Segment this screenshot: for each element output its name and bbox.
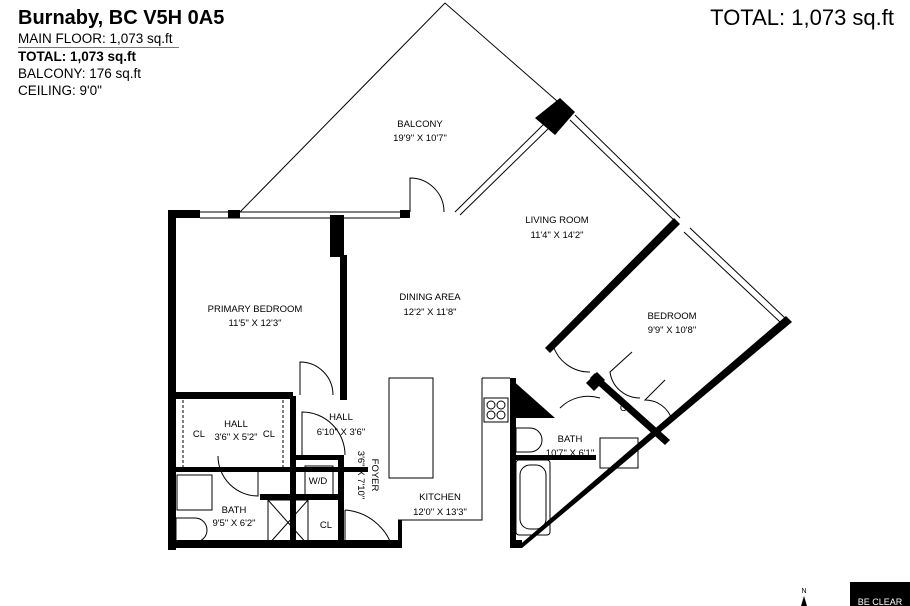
compass: N <box>801 588 807 606</box>
balcony-area: BALCONY: 176 sq.ft <box>18 66 142 81</box>
ceiling-height: CEILING: 9'0" <box>18 83 102 98</box>
room-dims-primary-bedroom: 11'5" X 12'3" <box>229 318 282 329</box>
room-name-bath-1: BATH <box>558 434 583 445</box>
room-dims-living-room: 11'4" X 14'2" <box>531 230 584 241</box>
room-labels: BALCONY 19'9" X 10'7" LIVING ROOM 11'4" … <box>193 119 697 531</box>
room-dims-dining-area: 12'2" X 11'8" <box>404 307 457 318</box>
compass-north-label: N <box>801 588 806 595</box>
company-logo: BE CLEAR <box>850 582 910 606</box>
north-arrow-icon <box>801 596 807 606</box>
closet-label: CL <box>193 429 205 440</box>
walls <box>168 98 792 550</box>
kitchen-island <box>388 377 434 479</box>
closet-label: CL <box>620 403 632 414</box>
room-name-dining-area: DINING AREA <box>399 292 461 303</box>
room-dims-bedroom: 9'9" X 10'8" <box>648 325 696 336</box>
closet-label: CL <box>320 520 332 531</box>
room-dims-hall-2: 6'10" X 3'6" <box>317 427 365 438</box>
room-dims-kitchen: 12'0" X 13'3" <box>413 507 467 518</box>
room-dims-bath-1: 10'7" X 6'1" <box>546 448 594 459</box>
room-name-bedroom: BEDROOM <box>647 311 696 322</box>
room-dims-balcony: 19'9" X 10'7" <box>393 133 447 144</box>
balcony-outline <box>239 2 566 213</box>
closet-label: CL <box>263 429 275 440</box>
room-name-kitchen: KITCHEN <box>419 492 461 503</box>
room-name-bath-2: BATH <box>222 505 247 516</box>
room-name-living-room: LIVING ROOM <box>525 215 588 226</box>
total-area: TOTAL: 1,073 sq.ft <box>18 49 137 64</box>
room-dims-foyer: 3'6" X 7'10" <box>355 451 366 499</box>
main-floor-area: MAIN FLOOR: 1,073 sq.ft <box>18 30 179 48</box>
room-name-primary-bedroom: PRIMARY BEDROOM <box>208 304 303 315</box>
total-area-top-right: TOTAL: 1,073 sq.ft <box>710 5 894 30</box>
room-name-hall-2: HALL <box>329 412 353 423</box>
property-header: Burnaby, BC V5H 0A5 MAIN FLOOR: 1,073 sq… <box>18 6 224 99</box>
address: Burnaby, BC V5H 0A5 <box>18 7 225 29</box>
room-name-foyer: FOYER <box>369 459 380 492</box>
room-dims-hall-1: 3'6" X 5'2" <box>214 432 257 443</box>
room-name-hall-1: HALL <box>224 419 248 430</box>
room-dims-bath-2: 9'5" X 6'2" <box>212 518 255 529</box>
room-name-balcony: BALCONY <box>397 119 443 130</box>
toilet <box>515 427 543 453</box>
washer-dryer-label: W/D <box>309 476 328 487</box>
